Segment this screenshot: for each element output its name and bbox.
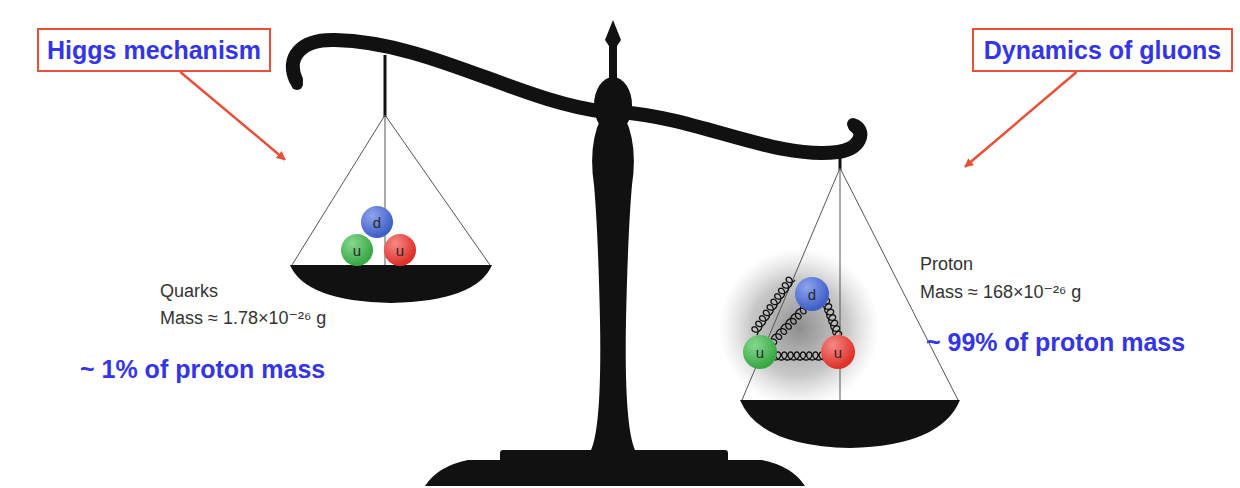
pointer-arrow (965, 72, 1077, 167)
quark-circle: u (743, 335, 777, 369)
callout-box: Dynamics of gluons (972, 28, 1233, 72)
quark-letter: d (373, 214, 381, 231)
pan-hook (839, 152, 842, 170)
quark-letter: d (808, 286, 816, 303)
mass-value: Mass ≈ 1.78×10⁻²⁶ g (160, 307, 326, 329)
pan-heading: Proton (920, 254, 973, 275)
quark-letter: u (834, 344, 842, 361)
quark-circle: u (384, 234, 416, 266)
callout-text: Higgs mechanism (47, 36, 261, 65)
mass-share-note: ~ 1% of proton mass (80, 355, 325, 384)
scale-arm-left (293, 40, 606, 112)
scale-curl (291, 78, 303, 90)
pointer-arrow (180, 72, 285, 160)
quark-circle: u (821, 335, 855, 369)
scale-base (425, 460, 805, 486)
quark-letter: u (756, 344, 764, 361)
quark-circle: u (341, 234, 373, 266)
scale-arm-right (620, 112, 860, 153)
scale-curl (847, 118, 859, 130)
scale-pillar (590, 118, 636, 452)
quark-circle: d (361, 206, 393, 238)
callout-text: Dynamics of gluons (984, 36, 1222, 65)
quark-letter: u (353, 242, 361, 259)
quark-circle: d (795, 277, 829, 311)
mass-value: Mass ≈ 168×10⁻²⁶ g (920, 281, 1081, 303)
callout-box: Higgs mechanism (37, 28, 271, 72)
pan-hook (384, 55, 387, 117)
quark-letter: u (396, 242, 404, 259)
pan-heading: Quarks (160, 281, 218, 302)
scale-finial (605, 20, 621, 52)
mass-share-note: ~ 99% of proton mass (926, 328, 1185, 357)
pan-outline (735, 160, 965, 450)
pan-outline (285, 105, 500, 305)
scale-pan: ProtonMass ≈ 168×10⁻²⁶ gduu (735, 160, 965, 450)
scale-pan: QuarksMass ≈ 1.78×10⁻²⁶ gduu (285, 105, 500, 305)
